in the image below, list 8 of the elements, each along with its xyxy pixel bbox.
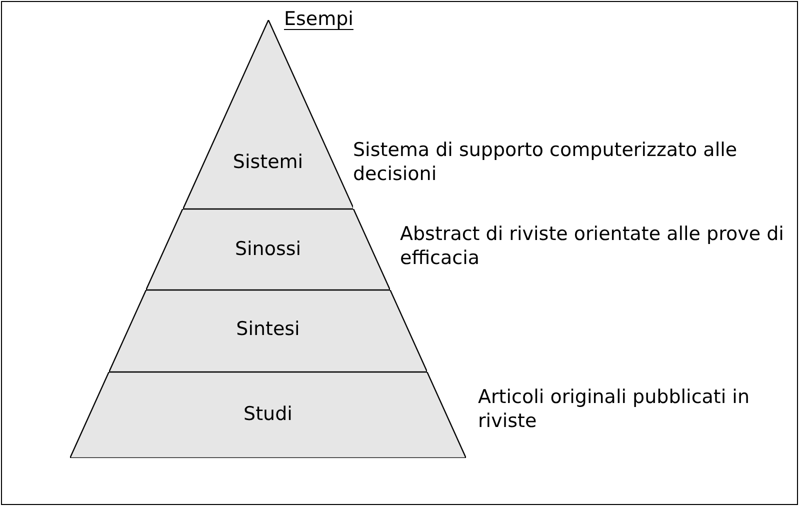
example-text: Abstract di riviste orientate alle prove di efficacia	[400, 222, 785, 270]
example-text: Sistema di supporto computerizzato alle decisioni	[353, 138, 738, 186]
example-text: Articoli originali pubblicati in riviste	[478, 385, 751, 433]
level-label: Sinossi	[234, 240, 302, 259]
level-label: Sistemi	[232, 153, 304, 172]
level-label: Studi	[242, 405, 294, 424]
level-label: Sintesi	[235, 320, 301, 339]
column-heading: Esempi	[284, 10, 354, 29]
